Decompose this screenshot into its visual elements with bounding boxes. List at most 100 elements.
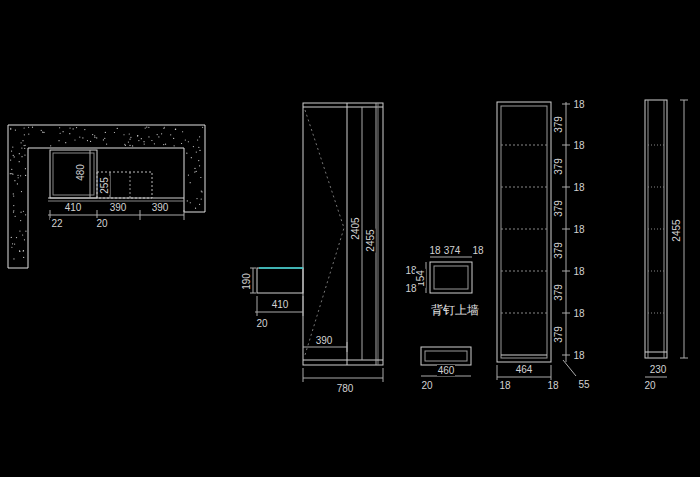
hatch-dot xyxy=(25,168,26,169)
dimension-text: 18 xyxy=(572,350,585,361)
hatch-dot xyxy=(10,129,11,130)
dimension-text: 20 xyxy=(643,380,656,391)
hatch-dot xyxy=(145,127,146,128)
hatch-dot xyxy=(19,230,20,231)
hatch-dot xyxy=(28,133,29,134)
dimension-text: 190 xyxy=(241,272,252,291)
hatch-dot xyxy=(103,139,104,140)
dimension-text: 390 xyxy=(109,202,128,213)
wall-plan xyxy=(8,125,205,268)
hatch-dot xyxy=(24,239,25,240)
hatch-dot xyxy=(106,144,107,145)
hatch-dot xyxy=(199,136,200,137)
hatch-dot xyxy=(22,140,23,141)
dimension-text: 410 xyxy=(271,299,290,310)
hatch-dot xyxy=(154,143,155,144)
hatch-dot xyxy=(144,144,145,145)
hatch-dot xyxy=(60,133,61,134)
hatch-dot xyxy=(182,131,183,132)
hatch-dot xyxy=(41,130,42,131)
hatch-dot xyxy=(185,139,186,140)
hatch-dot xyxy=(202,127,203,128)
hatch-dot xyxy=(19,161,20,162)
hatch-dot xyxy=(132,145,133,146)
hatch-dot xyxy=(13,193,14,194)
dimension-text: 2405 xyxy=(350,216,361,240)
hatch-dot xyxy=(11,237,12,238)
dimension-text: 780 xyxy=(336,383,355,394)
hatch-dot xyxy=(20,220,21,221)
hatch-dot xyxy=(201,198,202,199)
hatch-dot xyxy=(129,133,130,134)
hatch-dot xyxy=(23,211,24,212)
dimension-text: 379 xyxy=(553,241,564,260)
hatch-dot xyxy=(21,156,22,157)
hatch-dot xyxy=(20,175,21,176)
hatch-dot xyxy=(13,258,14,259)
cabinet-plan xyxy=(50,150,97,198)
hatch-dot xyxy=(92,134,93,135)
dimension-text: 18 xyxy=(404,283,417,294)
hatch-dot xyxy=(11,151,12,152)
hatch-dot xyxy=(24,127,25,128)
hatch-dot xyxy=(43,132,44,133)
hatch-dot xyxy=(10,159,11,160)
hatch-dot xyxy=(24,148,25,149)
dimension-text: 18 xyxy=(572,224,585,235)
hatch-dot xyxy=(196,198,197,199)
hatch-dot xyxy=(23,257,24,258)
hatch-dot xyxy=(62,131,63,132)
hatch-dot xyxy=(96,137,97,138)
dimension-text: 480 xyxy=(75,163,86,182)
hatch-dot xyxy=(87,140,88,141)
hatch-dot xyxy=(25,145,26,146)
hatch-dot xyxy=(15,129,16,130)
dimension-text: 55 xyxy=(577,379,590,390)
dimension-text: 255 xyxy=(99,176,110,195)
dimension-text: 2455 xyxy=(671,218,682,242)
hatch-dot xyxy=(76,127,77,128)
dimension-text: 18 xyxy=(428,245,441,256)
hatch-dot xyxy=(141,138,142,139)
dimension-text: 20 xyxy=(255,318,268,329)
hatch-dot xyxy=(197,139,198,140)
hatch-dot xyxy=(74,139,75,140)
dimension-text: 379 xyxy=(553,283,564,302)
box-section-inner xyxy=(434,266,468,289)
hatch-dot xyxy=(151,140,152,141)
hatch-dot xyxy=(105,132,106,133)
hatch-dot xyxy=(17,175,18,176)
hatch-dot xyxy=(191,157,192,158)
hatch-dot xyxy=(181,143,182,144)
hatch-dot xyxy=(175,129,176,130)
dimension-text: 18 xyxy=(572,182,585,193)
hatch-dot xyxy=(84,129,85,130)
hatch-dot xyxy=(200,177,201,178)
hatch-dot xyxy=(20,142,21,143)
dimension-text: 410 xyxy=(64,202,83,213)
hatch-dot xyxy=(25,214,26,215)
shelves xyxy=(648,145,664,313)
hatch-dot xyxy=(42,132,43,133)
hatch-dot xyxy=(12,174,13,175)
hatch-dot xyxy=(14,180,15,181)
counter-plan xyxy=(97,172,152,198)
hatch-dot xyxy=(20,212,21,213)
dimension-text: 18 xyxy=(572,266,585,277)
dimension-text: 379 xyxy=(553,157,564,176)
hatch-dot xyxy=(125,145,126,146)
drawer xyxy=(257,268,303,293)
hatch-dot xyxy=(24,155,25,156)
hatch-dot xyxy=(28,127,29,128)
dimension-lines xyxy=(250,103,383,382)
dimension-text: 18 xyxy=(471,245,484,256)
wardrobe-elevation xyxy=(303,103,383,365)
slab-line xyxy=(48,198,184,199)
hatch-dot xyxy=(194,168,195,169)
hatch-dot xyxy=(137,135,138,136)
hatch-dot xyxy=(146,126,147,127)
door-swing xyxy=(305,110,344,355)
dimension-text: 379 xyxy=(553,115,564,134)
hatch-dot xyxy=(10,173,11,174)
hatch-dot xyxy=(174,145,175,146)
